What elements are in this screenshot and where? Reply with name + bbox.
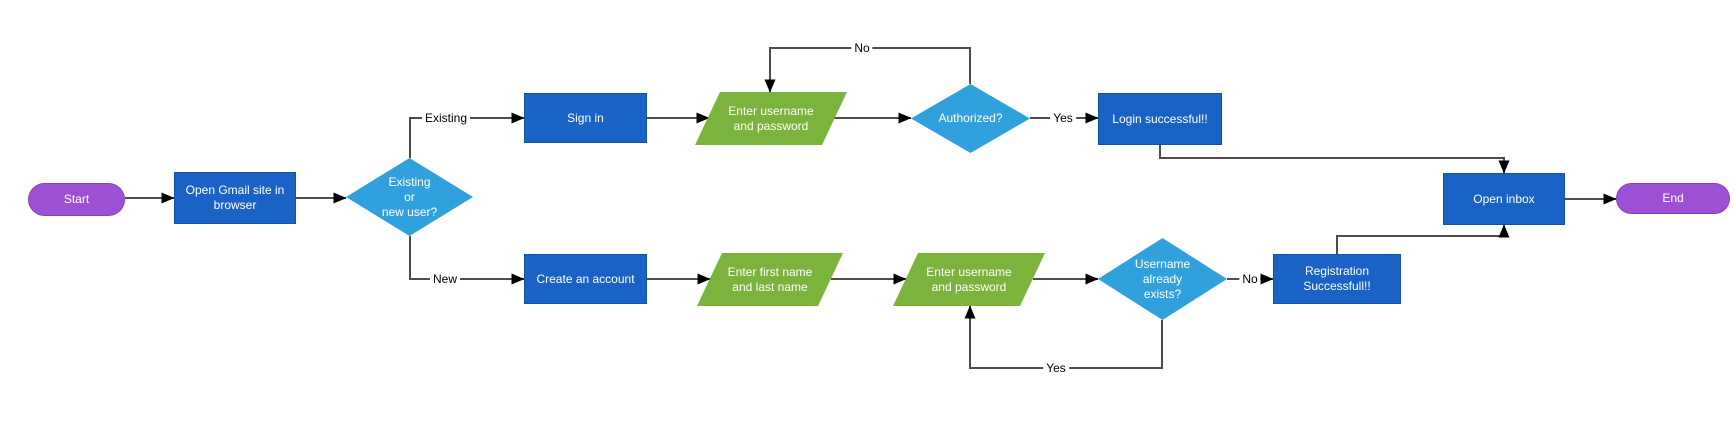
edge-label-authorized-yes: Yes	[1050, 111, 1076, 125]
node-enter-names: Enter first name and last name	[697, 253, 843, 306]
node-enter-credentials-bottom: Enter username and password	[893, 253, 1045, 306]
node-create-account: Create an account	[524, 254, 647, 304]
connector-login-to-inbox	[1159, 145, 1510, 174]
edge-label-new: New	[429, 272, 461, 286]
node-registration-successful: Registration Successfull!!	[1273, 254, 1401, 304]
connector-registration-to-inbox	[1336, 224, 1510, 254]
node-end: End	[1616, 183, 1730, 214]
edge-label-existing: Existing	[421, 111, 471, 125]
node-login-successful: Login successful!!	[1098, 93, 1222, 145]
edge-label-exists-yes: Yes	[1043, 361, 1069, 375]
edge-label-authorized-no: No	[851, 41, 873, 55]
edge-label-exists-no: No	[1239, 272, 1261, 286]
node-start: Start	[28, 183, 125, 216]
connector-existing-to-sign-in	[409, 112, 525, 158]
connector-exists-yes-loop	[964, 305, 1163, 369]
node-open-gmail: Open Gmail site in browser	[174, 172, 296, 224]
node-sign-in: Sign in	[524, 93, 647, 143]
node-enter-credentials-top: Enter username and password	[695, 92, 847, 145]
connector-new-to-create-account	[409, 236, 525, 285]
node-open-inbox: Open inbox	[1443, 173, 1565, 225]
